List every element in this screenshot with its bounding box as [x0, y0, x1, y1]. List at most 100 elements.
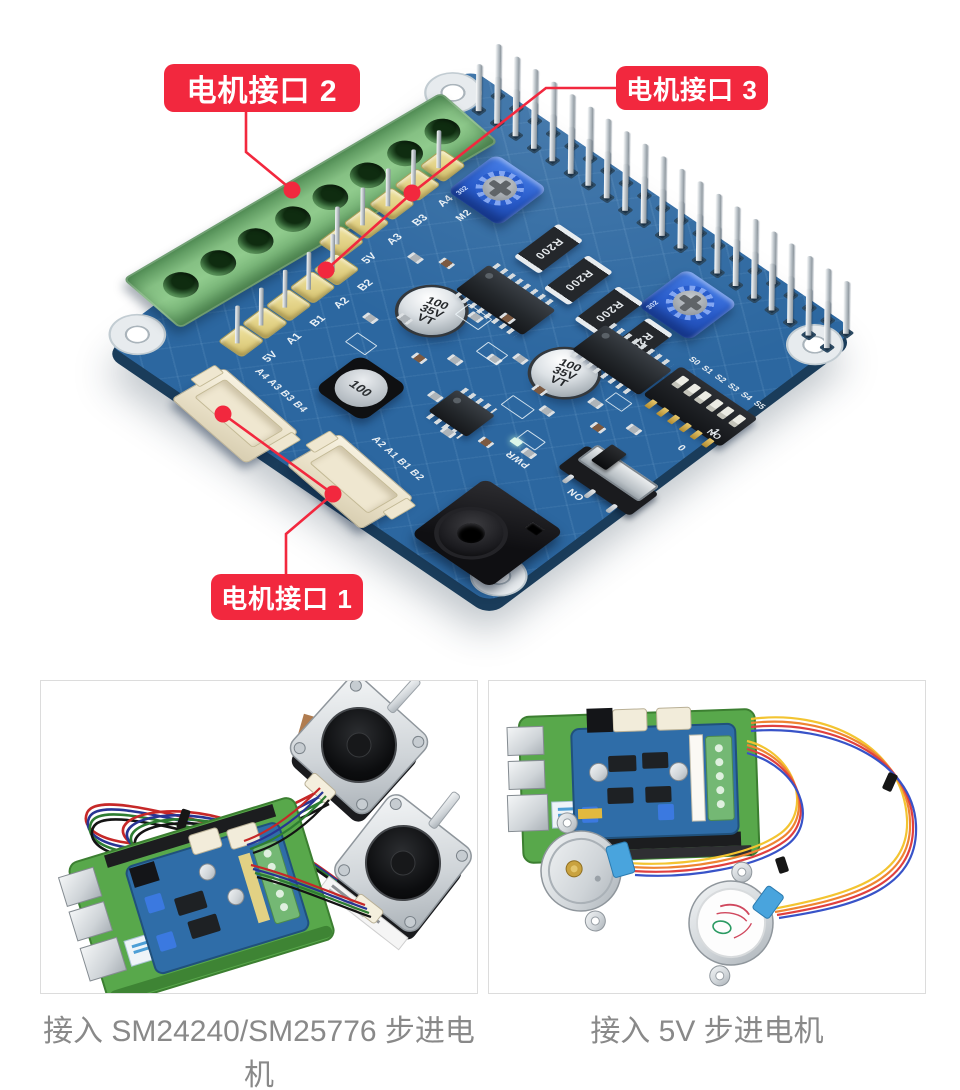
decor: [585, 138, 592, 187]
hat-header: [238, 852, 271, 924]
decor: [843, 281, 849, 334]
gpio-pin: [562, 126, 579, 179]
decor: [719, 903, 750, 916]
usb-port: [68, 900, 113, 942]
terminal-hole: [230, 223, 281, 260]
decor: [750, 729, 918, 920]
decor: [512, 89, 519, 137]
mounting-hole: [99, 307, 175, 362]
hat-chip: [174, 890, 208, 916]
decor: [267, 862, 276, 871]
gpio-pin: [709, 226, 726, 279]
motor-shaft: [387, 681, 421, 714]
decor: [356, 798, 369, 811]
decor: [412, 735, 425, 748]
decor: [714, 744, 723, 753]
decor: [628, 739, 799, 865]
dip-channel-label: S0: [686, 354, 704, 367]
silkscreen-digit-zero: 0: [674, 443, 689, 454]
hat-chip: [642, 752, 669, 769]
decor: [716, 800, 725, 809]
dip-actuator: [693, 390, 713, 405]
passive-component: [446, 353, 464, 367]
decor: [304, 430, 340, 454]
decor: [716, 912, 748, 922]
header-pin-label: B1: [307, 313, 329, 329]
decor: [561, 473, 575, 484]
decor: [733, 922, 753, 939]
raspberry-pi-with-hat: [506, 706, 761, 864]
decor: [599, 331, 612, 340]
callout-motor-port-1: 电机接口 1: [211, 574, 363, 620]
header-pin-label: A2: [331, 295, 353, 311]
decor: [198, 863, 216, 881]
dip-pin: [689, 429, 704, 440]
decor: [266, 431, 302, 455]
dip-channel-label: S5: [751, 398, 769, 411]
decor: [750, 716, 909, 911]
hat-pin-row: [688, 734, 706, 822]
dip-channel-label: S1: [699, 363, 717, 376]
decor: [750, 720, 912, 914]
silkscreen-outline: [344, 332, 378, 356]
decor: [254, 871, 370, 915]
decor: [714, 226, 720, 274]
stepper-motor: [289, 681, 429, 822]
header-pin-label: B2: [354, 277, 377, 293]
decor: [567, 126, 574, 174]
hat-jst: [612, 708, 648, 733]
decor: [436, 130, 442, 169]
passive-component: [438, 257, 456, 270]
callout-motor-port-3: 电机接口 3: [616, 66, 768, 110]
cable-tie: [775, 856, 789, 874]
decor: [451, 396, 463, 405]
example-panel-5v-stepper: [488, 680, 926, 994]
dip-pin: [700, 437, 715, 448]
dip-actuator: [671, 375, 690, 389]
gpio-pin: [672, 201, 689, 254]
gpio-pin: [727, 238, 744, 291]
terminal-hole: [305, 179, 356, 216]
decor: [570, 865, 578, 873]
decor: [715, 971, 725, 981]
decor: [282, 269, 288, 308]
motor-connector: [605, 841, 636, 878]
decor: [279, 903, 288, 912]
usb-port: [506, 725, 545, 757]
gpio-pin: [580, 138, 598, 192]
dc-barrel-jack: [410, 478, 564, 588]
header-pin-label: 5V: [259, 349, 281, 365]
decor: [243, 787, 321, 843]
motor-jst-connector-2: [285, 430, 417, 530]
motor-label-face: [696, 888, 766, 958]
gpio-pin: [525, 101, 543, 154]
terminal-hole: [193, 245, 244, 281]
decor: [594, 875, 601, 882]
dip-pin: [644, 399, 658, 410]
caption-sm-steppers: 接入 SM24240/SM25776 步进电机: [43, 1015, 475, 1090]
gpio-pin: [489, 76, 506, 129]
decor: [622, 163, 629, 211]
passive-component: [589, 421, 607, 434]
decor: [306, 251, 312, 290]
dip-actuator: [727, 413, 747, 428]
ethernet-port: [79, 936, 128, 982]
decor: [524, 521, 545, 536]
gpio-pin: [635, 176, 653, 229]
decor: [109, 925, 333, 993]
hat-chip: [187, 913, 221, 939]
usb-port: [57, 866, 103, 908]
hat-dc-jack: [129, 861, 160, 888]
decor: [252, 799, 330, 855]
cable-tie: [882, 772, 898, 792]
decor: [263, 849, 272, 858]
passive-component: [625, 423, 643, 436]
hat-chip: [607, 787, 634, 805]
dip-actuator: [704, 398, 724, 412]
decor: [483, 271, 495, 280]
decor: [787, 276, 794, 324]
